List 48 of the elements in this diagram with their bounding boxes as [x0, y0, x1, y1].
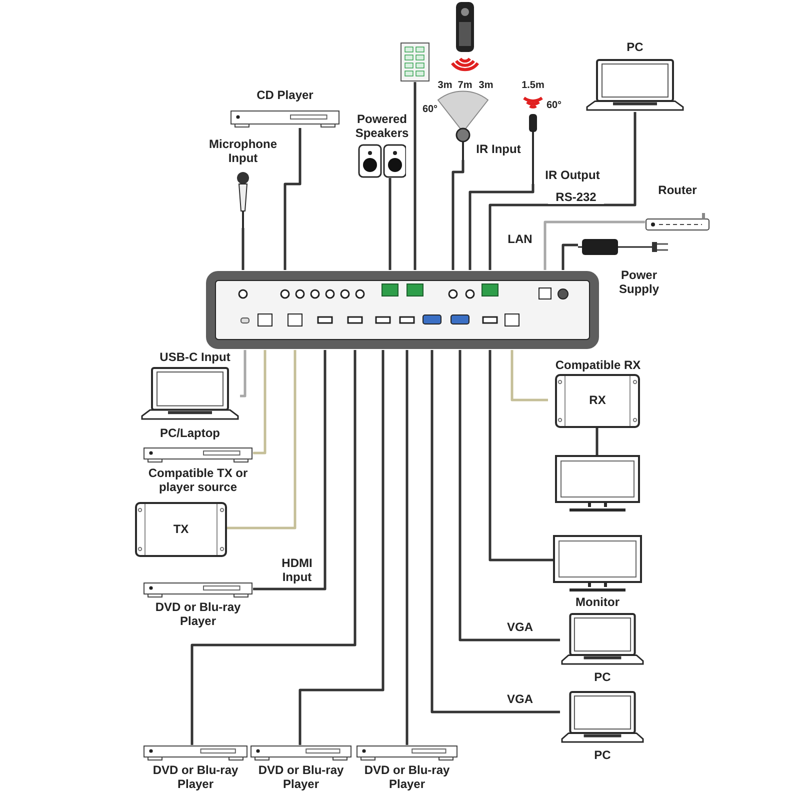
device-label: Compatible RX — [554, 358, 642, 372]
cable — [430, 350, 560, 714]
range-label: 3m — [436, 80, 454, 92]
cable — [458, 350, 560, 642]
cable — [253, 350, 266, 454]
device-label: Compatible TX or player source — [147, 466, 249, 494]
cable — [414, 82, 416, 270]
range-label: 3m — [478, 80, 494, 92]
device-label: PC — [593, 748, 612, 762]
range-label: 7m — [456, 80, 474, 92]
cable — [544, 220, 645, 270]
cable — [406, 350, 408, 745]
cable — [388, 178, 392, 270]
cable — [253, 350, 326, 590]
device-label: PC — [626, 40, 644, 54]
device-label: DVD or Blu-ray Player — [154, 600, 242, 628]
cable — [562, 244, 578, 270]
device-label: Router — [657, 183, 698, 197]
cable — [190, 350, 356, 745]
cable — [596, 428, 598, 455]
device-label: Power Supply — [618, 268, 660, 296]
cable — [284, 128, 302, 270]
device-label: Monitor — [574, 595, 620, 609]
device-label: IR Output — [544, 168, 601, 182]
cable — [510, 350, 548, 402]
cable — [488, 350, 553, 562]
edge-label: RS-232 — [548, 190, 604, 204]
range-label: 60° — [421, 104, 439, 116]
cable — [452, 160, 464, 270]
cable — [488, 112, 636, 270]
range-label: 60° — [545, 100, 563, 112]
device-label: DVD or Blu-ray Player — [152, 763, 240, 791]
device-label: DVD or Blu-ray Player — [257, 763, 345, 791]
cable — [298, 350, 384, 745]
device-label: PC/Laptop — [159, 426, 221, 440]
range-label: 1.5m — [520, 80, 546, 92]
device-label: PC — [593, 670, 612, 684]
device-label: Powered Speakers — [354, 112, 410, 140]
device-label: DVD or Blu-ray Player — [363, 763, 451, 791]
device-label: TX — [172, 522, 190, 536]
cable — [242, 228, 244, 270]
device-label: IR Input — [475, 142, 522, 156]
cable — [227, 350, 296, 530]
device-label: RX — [588, 393, 607, 407]
cable — [468, 184, 534, 270]
device-label: CD Player — [256, 88, 314, 102]
device-label: Microphone Input — [208, 137, 278, 165]
cable — [240, 350, 246, 398]
